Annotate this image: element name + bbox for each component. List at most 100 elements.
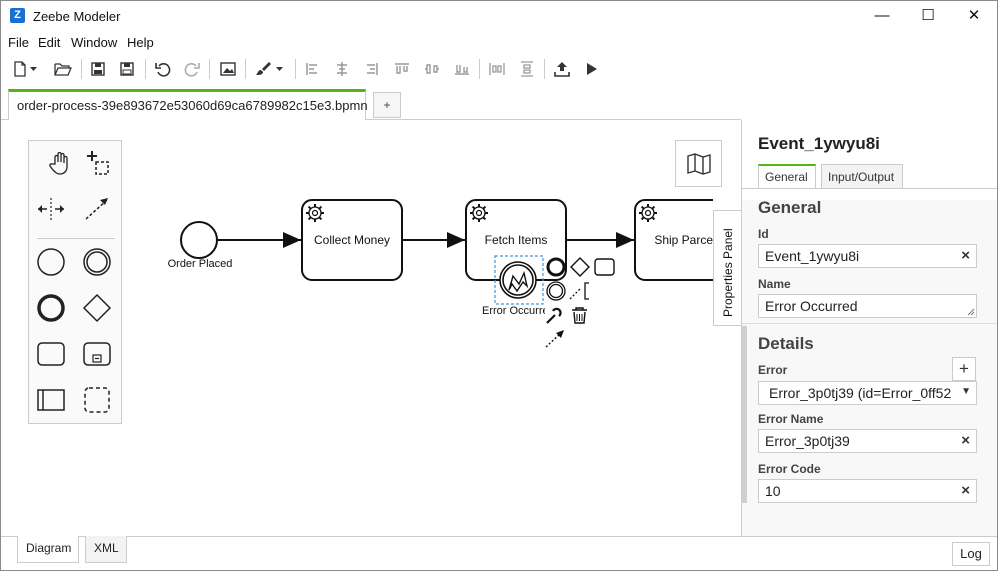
start-event-tool-icon[interactable]	[33, 244, 69, 280]
export-image-icon[interactable]	[217, 59, 239, 79]
group-general-title: General	[758, 198, 822, 217]
name-value: Error Occurred	[765, 298, 858, 314]
menu-window[interactable]: Window	[71, 35, 118, 50]
distribute-horizontal-icon[interactable]	[486, 59, 508, 79]
add-tab-button[interactable]: +	[373, 92, 401, 118]
toolbar-separator	[81, 59, 82, 79]
space-tool-icon[interactable]	[33, 191, 69, 227]
text-annotation-icon	[584, 282, 589, 300]
log-button[interactable]: Log	[952, 542, 990, 566]
save-icon[interactable]	[87, 59, 109, 79]
dropdown-caret-icon[interactable]	[273, 59, 287, 79]
bpmn-diagram	[180, 199, 713, 348]
append-intermediate-event-icon	[546, 281, 566, 301]
global-connect-tool-icon[interactable]	[79, 191, 115, 227]
task-tool-icon[interactable]	[33, 336, 69, 372]
intermediate-event-tool-icon[interactable]	[79, 244, 115, 280]
add-error-button[interactable]: +	[952, 357, 976, 381]
align-right-icon[interactable]	[361, 59, 383, 79]
chevron-down-icon: ▼	[961, 386, 971, 397]
deploy-icon[interactable]	[551, 59, 573, 79]
minimize-button[interactable]: —	[874, 7, 890, 24]
subprocess-tool-icon[interactable]	[79, 336, 115, 372]
bottom-bar-border	[1, 536, 997, 537]
service-task-gear-icon	[470, 204, 488, 222]
menu-edit[interactable]: Edit	[38, 35, 61, 50]
label-collect-money[interactable]: Collect Money	[313, 233, 391, 247]
minimap-toggle-button[interactable]	[675, 140, 722, 187]
id-field[interactable]: Event_1ywyu8i ×	[758, 244, 977, 268]
label-error-occurred[interactable]: Error Occurred	[482, 305, 545, 317]
app-logo-icon: Z	[10, 8, 25, 23]
group-details-title: Details	[758, 334, 814, 353]
element-id-heading: Event_1ywyu8i	[758, 134, 880, 153]
tab-diagram[interactable]: Diagram	[17, 536, 79, 563]
end-event-tool-icon[interactable]	[33, 290, 69, 326]
undo-icon[interactable]	[152, 59, 174, 79]
error-select[interactable]: Error_3p0tj39 (id=Error_0ff52 ▼	[758, 381, 977, 405]
service-task-gear-icon	[639, 204, 657, 222]
hand-tool-icon[interactable]	[43, 145, 79, 181]
properties-panel-toggle[interactable]: Properties Panel	[713, 210, 743, 326]
pool-tool-icon[interactable]	[33, 382, 69, 418]
error-name-field[interactable]: Error_3p0tj39 ×	[758, 429, 977, 453]
properties-panel-toggle-label: Properties Panel	[721, 228, 735, 317]
palette-separator	[37, 238, 115, 239]
open-folder-icon[interactable]	[52, 59, 74, 79]
dropdown-caret-icon[interactable]	[27, 59, 41, 79]
resize-grip-icon	[967, 308, 975, 316]
diagram-canvas[interactable]	[1, 120, 741, 536]
align-bottom-icon[interactable]	[451, 59, 473, 79]
error-lightning-icon	[508, 270, 529, 293]
gateway-tool-icon[interactable]	[79, 290, 115, 326]
properties-tab-border	[742, 188, 997, 189]
align-middle-icon[interactable]	[421, 59, 443, 79]
start-instance-icon[interactable]	[581, 59, 603, 79]
tab-strip-border	[1, 119, 741, 120]
toolbar-separator	[544, 59, 545, 79]
align-center-icon[interactable]	[331, 59, 353, 79]
new-file-icon[interactable]	[9, 59, 31, 79]
align-left-icon[interactable]	[301, 59, 323, 79]
error-code-value: 10	[765, 483, 781, 499]
delete-trash-icon	[572, 307, 587, 324]
group-tool-icon[interactable]	[79, 382, 115, 418]
clear-id-icon[interactable]: ×	[961, 247, 970, 264]
label-ship-parcel[interactable]: Ship Parcel	[654, 233, 716, 247]
close-window-button[interactable]: ✕	[967, 7, 981, 24]
error-name-value: Error_3p0tj39	[765, 433, 850, 449]
title-bar	[1, 1, 997, 31]
clear-error-code-icon[interactable]: ×	[961, 482, 970, 499]
error-select-value: Error_3p0tj39 (id=Error_0ff52	[769, 385, 952, 401]
error-code-label: Error Code	[758, 462, 821, 476]
maximize-button[interactable]: ☐	[921, 7, 935, 24]
toolbar-separator	[209, 59, 210, 79]
id-label: Id	[758, 227, 769, 241]
tab-xml[interactable]: XML	[85, 536, 127, 563]
align-top-icon[interactable]	[391, 59, 413, 79]
error-code-field[interactable]: 10 ×	[758, 479, 977, 503]
append-gateway-icon	[570, 257, 590, 277]
menu-help[interactable]: Help	[127, 35, 154, 50]
map-icon	[686, 152, 711, 175]
toolbar-separator	[245, 59, 246, 79]
menu-file[interactable]: File	[8, 35, 29, 50]
save-as-icon[interactable]	[116, 59, 138, 79]
distribute-vertical-icon[interactable]	[516, 59, 538, 79]
redo-icon[interactable]	[181, 59, 203, 79]
name-label: Name	[758, 277, 791, 291]
task-ship-parcel	[634, 199, 713, 281]
lasso-tool-icon[interactable]	[79, 145, 115, 181]
error-label: Error	[758, 363, 788, 377]
tab-file-name: order-process-39e893672e53060d69ca678998…	[17, 98, 368, 113]
clear-error-name-icon[interactable]: ×	[961, 432, 970, 449]
tab-order-process[interactable]: order-process-39e893672e53060d69ca678998…	[8, 89, 383, 120]
toolbar-separator	[479, 59, 480, 79]
label-order-placed[interactable]: Order Placed	[167, 258, 233, 270]
tab-general[interactable]: General	[758, 164, 816, 189]
start-event-order-placed	[180, 221, 218, 259]
color-brush-icon[interactable]	[252, 59, 274, 79]
tab-input-output[interactable]: Input/Output	[821, 164, 903, 189]
label-fetch-items[interactable]: Fetch Items	[484, 233, 548, 247]
name-field[interactable]: Error Occurred	[758, 294, 977, 318]
